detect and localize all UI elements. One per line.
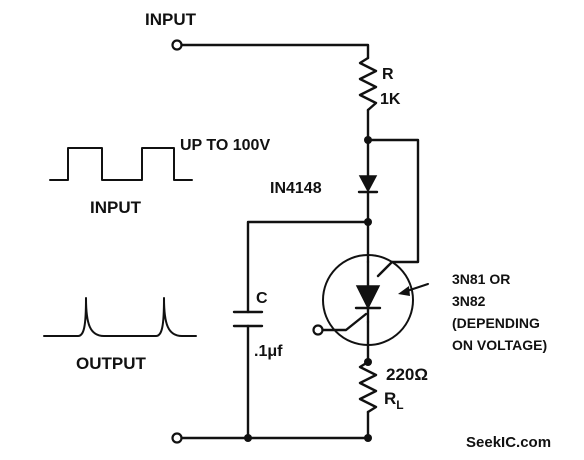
input-wire	[178, 43, 370, 60]
wires	[178, 43, 420, 440]
ground-terminal	[171, 432, 183, 444]
capacitor-name-label: C	[256, 290, 268, 307]
scr-part-label-2: 3N82	[452, 293, 486, 309]
resistor-r-symbol	[358, 56, 378, 112]
scr-part-label-1: 3N81 OR	[452, 271, 510, 287]
output-wave-label: OUTPUT	[76, 354, 147, 373]
input-square-wave	[49, 147, 193, 181]
resistor-name-label: R	[382, 66, 394, 83]
junction-dot-ground-left	[244, 434, 252, 442]
input-wave-label: INPUT	[90, 198, 142, 217]
diode-label: IN4148	[270, 180, 322, 197]
scr-note-label-1: (DEPENDING	[452, 315, 540, 331]
input-terminal	[171, 39, 183, 51]
output-pulse-wave	[43, 297, 197, 337]
junction-dot-mid	[364, 218, 372, 226]
load-value-label: 220Ω	[386, 365, 428, 384]
cap-top-wire	[246, 220, 370, 314]
gate-terminal	[312, 324, 324, 336]
load-name-label: RL	[384, 389, 404, 412]
load-resistor-symbol	[358, 360, 378, 414]
capacitor-value-label: .1μf	[254, 343, 283, 360]
diode-symbol	[357, 175, 379, 194]
junction-dot-top	[364, 136, 372, 144]
capacitor-symbol	[232, 310, 264, 328]
watermark: SeekIC.com	[466, 434, 551, 451]
input-amplitude-label: UP TO 100V	[180, 137, 270, 154]
input-terminal-label: INPUT	[145, 10, 197, 29]
resistor-value-label: 1K	[380, 91, 401, 108]
junction-dot-ground-right	[364, 434, 372, 442]
bypass-loop	[366, 138, 420, 264]
scr-symbol	[322, 254, 414, 346]
scr-note-label-2: ON VOLTAGE)	[452, 337, 547, 353]
part-callout-arrow	[398, 283, 429, 296]
load-to-ground	[178, 410, 370, 440]
gate-lead	[320, 312, 368, 332]
